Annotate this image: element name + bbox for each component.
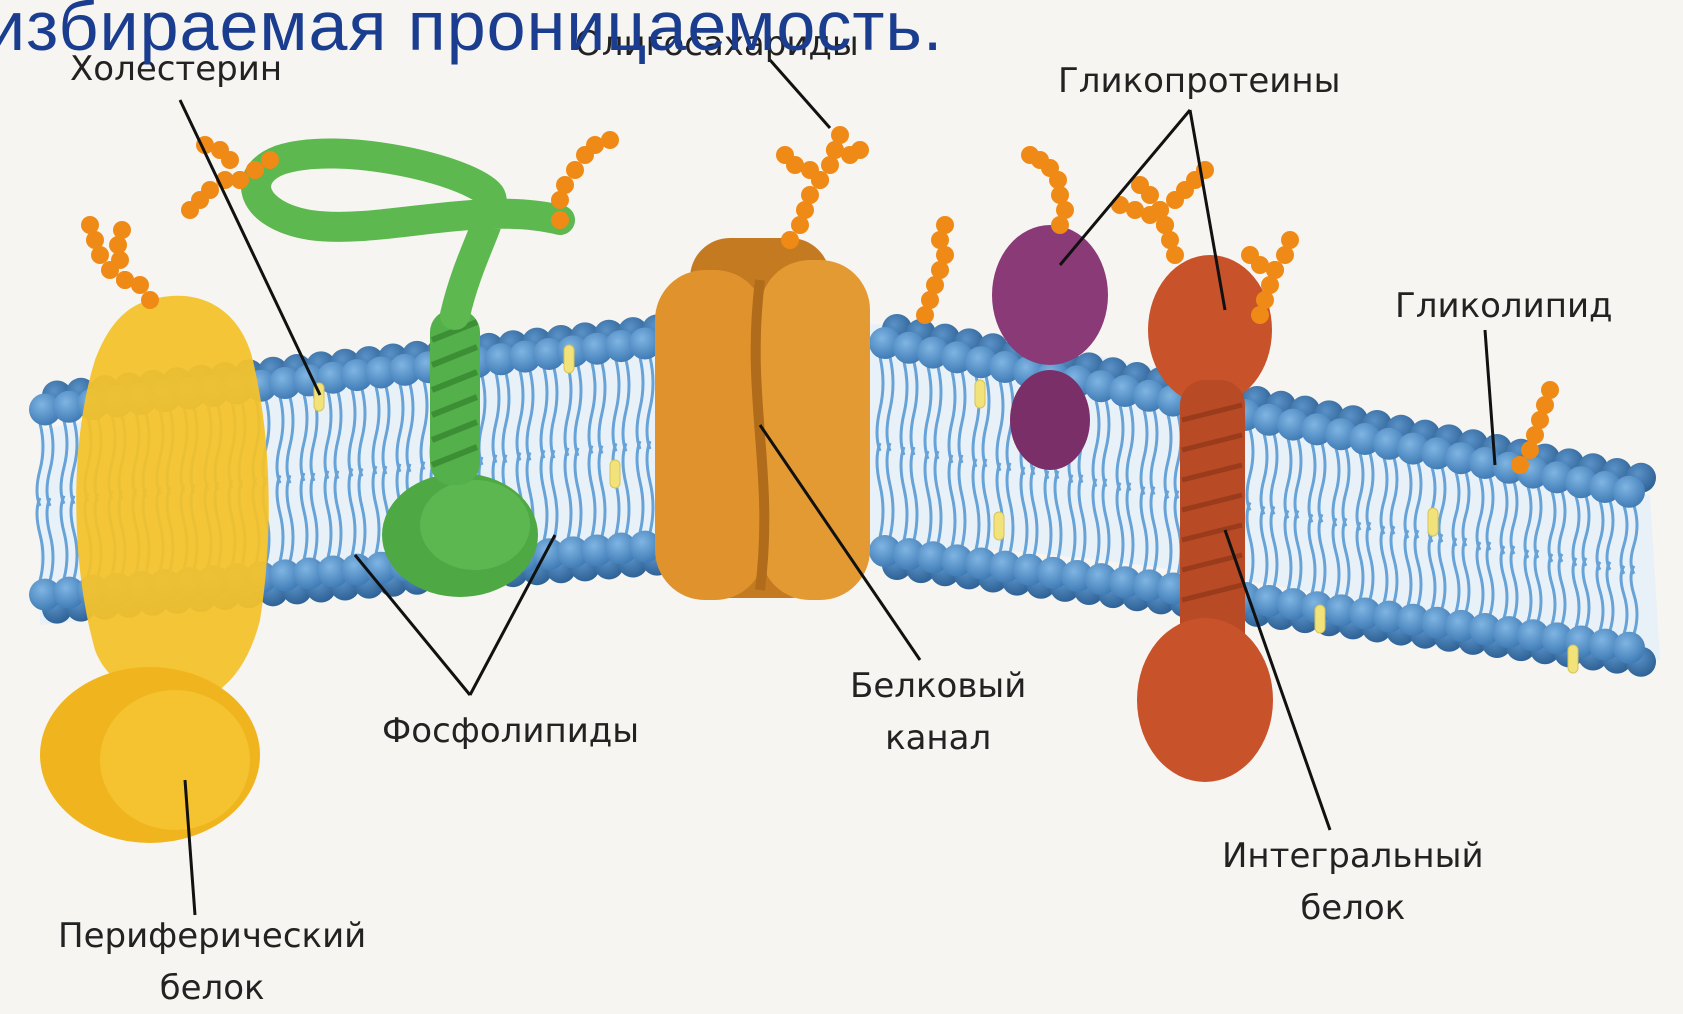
peripheral-protein-label-line1: Периферический (58, 910, 366, 962)
peripheral-protein-label: Периферический белок (58, 910, 366, 1014)
protein-channel-label: Белковый канал (850, 660, 1026, 764)
protein-channel-label-line2: канал (850, 712, 1026, 764)
phospholipids-label: Фосфолипиды (382, 705, 639, 757)
protein-channel (655, 238, 870, 600)
integral-protein-label-line2: белок (1222, 882, 1484, 934)
glycoproteins-label: Гликопротеины (1058, 55, 1340, 107)
slide-title: избираемая проницаемость. (0, 0, 943, 66)
glycolipid-label: Гликолипид (1395, 280, 1613, 332)
integral-protein-label-line1: Интегральный (1222, 830, 1484, 882)
integral-protein-label: Интегральный белок (1222, 830, 1484, 934)
peripheral-protein-label-line2: белок (58, 962, 366, 1014)
protein-channel-label-line1: Белковый (850, 660, 1026, 712)
